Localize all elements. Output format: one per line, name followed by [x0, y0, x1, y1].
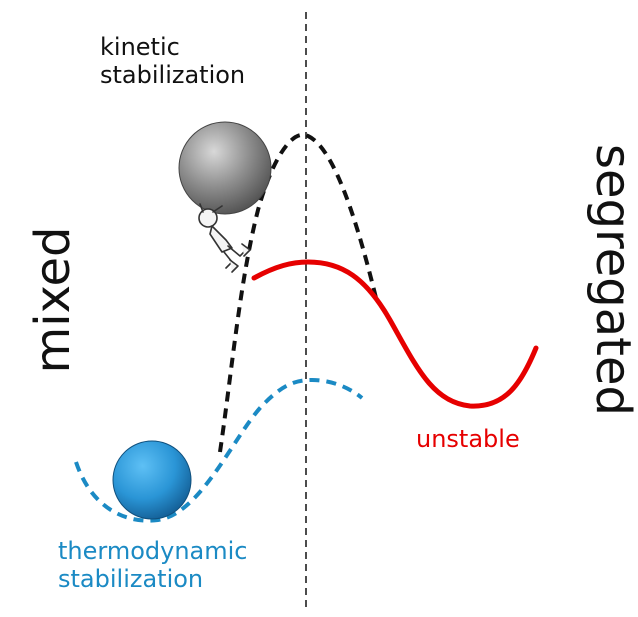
- pushing-figure-icon: [198, 203, 251, 273]
- kinetic-label-line1: kinetic: [100, 33, 180, 61]
- thermo-label-line1: thermodynamic: [58, 537, 248, 565]
- kinetic-label-line2: stabilization: [100, 60, 246, 89]
- kinetic-barrier-curve: [218, 132, 378, 453]
- thermodynamic-curve: [74, 377, 364, 523]
- thermo-label-line2: stabilization: [58, 564, 204, 593]
- mixed-label: mixed: [25, 226, 81, 374]
- thermodynamic-stabilization-label: thermodynamic stabilization: [58, 537, 248, 593]
- gray-ball-icon: [178, 121, 272, 215]
- kinetic-stabilization-label: kinetic stabilization: [100, 33, 246, 89]
- segregated-label: segregated: [585, 144, 638, 416]
- unstable-curve: [251, 259, 539, 409]
- unstable-label: unstable: [416, 425, 520, 453]
- blue-ball-icon: [112, 440, 192, 520]
